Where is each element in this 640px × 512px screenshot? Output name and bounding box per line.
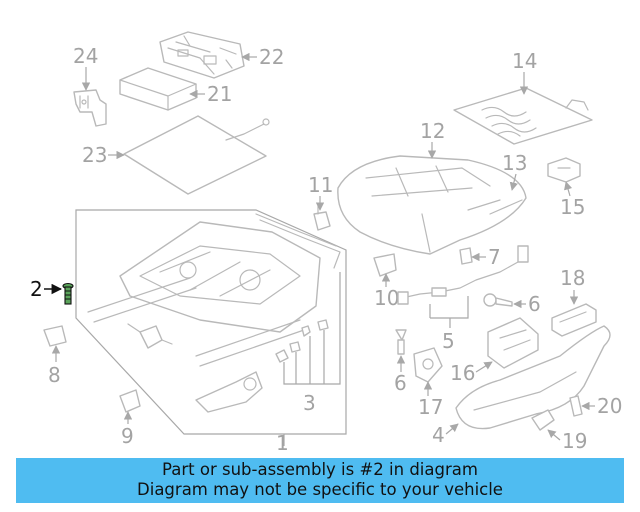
callout-11: 11 <box>308 173 333 197</box>
callout-6b: 6 <box>394 371 407 395</box>
part-8-clip <box>43 325 67 347</box>
callout-7: 7 <box>488 245 501 269</box>
banner-line-1: Part or sub-assembly is #2 in diagram <box>162 460 478 479</box>
part-15-connector <box>547 157 581 183</box>
callout-24: 24 <box>73 44 98 68</box>
callout-21: 21 <box>207 82 232 106</box>
part-11-clip <box>313 203 331 231</box>
part-20-knob <box>569 395 583 417</box>
part-2-bolt[interactable] <box>62 282 74 305</box>
callout-13: 13 <box>502 151 527 175</box>
callout-17: 17 <box>418 395 443 419</box>
callout-2[interactable]: 2 <box>30 277 43 301</box>
callout-4: 4 <box>432 423 445 447</box>
part-1-seat-frame <box>75 209 347 435</box>
callout-5: 5 <box>442 329 455 353</box>
callout-8: 8 <box>48 363 61 387</box>
info-banner: Part or sub-assembly is #2 in diagram Di… <box>16 458 624 503</box>
part-12-seat-cushion <box>337 155 527 255</box>
part-9-cap <box>119 389 141 413</box>
callout-19: 19 <box>562 429 587 453</box>
part-10-clip <box>373 253 397 277</box>
callout-20: 20 <box>597 394 622 418</box>
callout-12: 12 <box>420 119 445 143</box>
part-21-module-box <box>119 67 197 111</box>
part-16-motor <box>487 317 539 369</box>
callout-14: 14 <box>512 49 537 73</box>
callout-22: 22 <box>259 45 284 69</box>
callout-23: 23 <box>82 143 107 167</box>
callout-10: 10 <box>374 286 399 310</box>
part-seat-motor <box>195 371 263 413</box>
callout-18: 18 <box>560 266 585 290</box>
part-bolts-3 <box>275 319 329 363</box>
part-7-clip <box>459 247 473 265</box>
callout-9: 9 <box>121 424 134 448</box>
part-24-bracket <box>73 89 107 127</box>
banner-line-2: Diagram may not be specific to your vehi… <box>137 480 503 499</box>
part-4-side-trim <box>455 325 611 430</box>
callout-3: 3 <box>303 391 316 415</box>
part-23-heater-pad <box>123 115 270 195</box>
part-14-heater-mat <box>453 87 593 145</box>
part-6-bolt-right <box>483 293 513 307</box>
callout-15: 15 <box>560 195 585 219</box>
part-motor-tube <box>127 323 173 349</box>
part-17-switch <box>413 347 443 383</box>
part-5-wire-harness <box>397 245 529 305</box>
part-19-knob <box>531 409 555 431</box>
part-22-module <box>159 31 245 79</box>
part-18-switch <box>551 303 597 337</box>
callout-16: 16 <box>450 361 475 385</box>
callout-6a: 6 <box>528 292 541 316</box>
part-6-bolt-left <box>395 329 407 355</box>
